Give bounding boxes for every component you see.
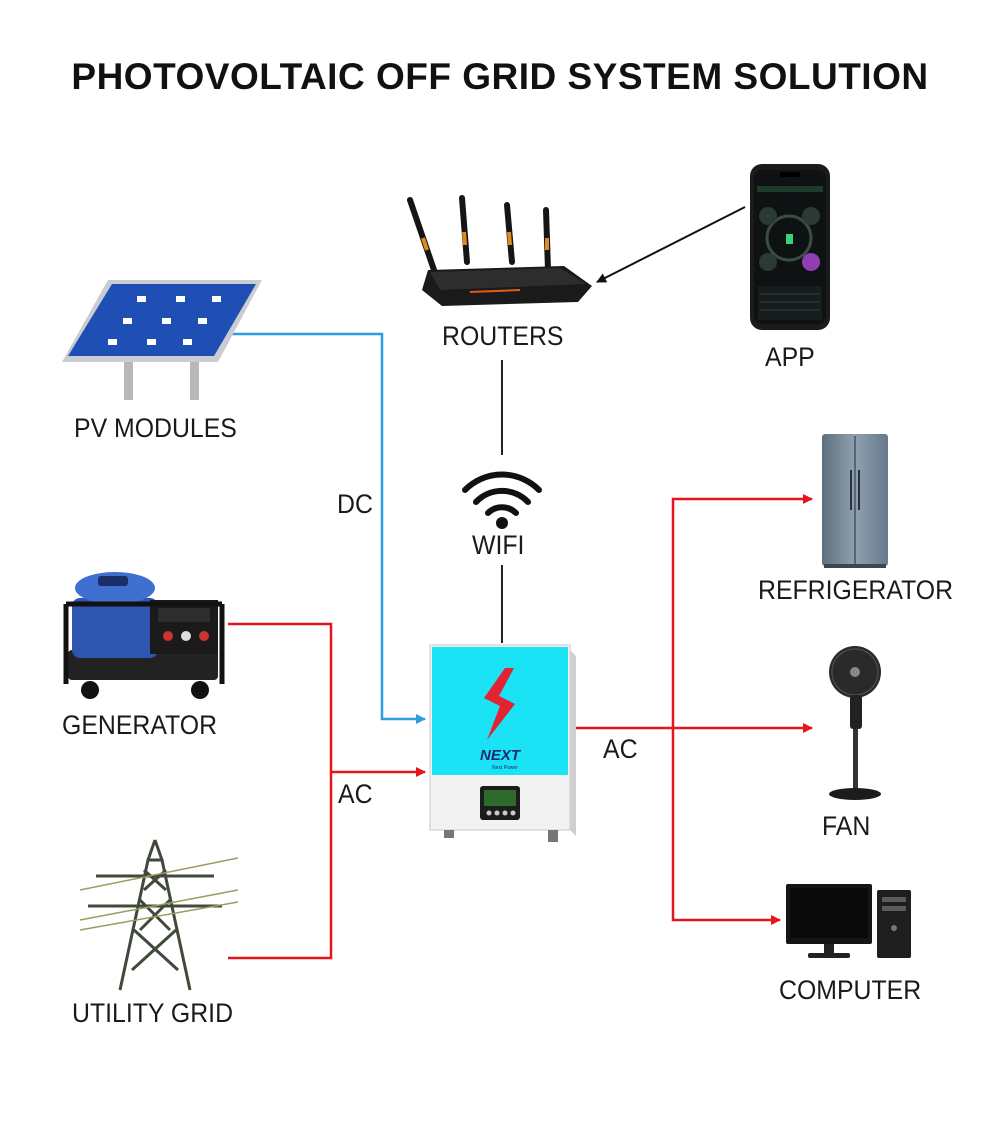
generator-icon <box>63 572 225 699</box>
fan-icon <box>829 646 881 800</box>
refrigerator-icon <box>822 434 888 568</box>
routers-label: ROUTERS <box>442 321 564 351</box>
ac-line-refrigerator <box>671 494 813 728</box>
solar-panel-icon <box>62 280 262 400</box>
refrigerator-label: REFRIGERATOR <box>758 575 954 605</box>
ac-input-edge-label: AC <box>338 779 373 809</box>
router-icon <box>407 195 592 306</box>
ac-line-generator <box>228 622 333 960</box>
app-label: APP <box>765 342 815 372</box>
generator-label: GENERATOR <box>62 710 218 740</box>
wifi-icon <box>462 471 542 529</box>
inverter-icon <box>429 644 576 842</box>
inverter-brand: NEXT <box>480 747 522 764</box>
pv-modules-label: PV MODULES <box>74 413 237 443</box>
dc-edge-label: DC <box>337 489 373 519</box>
ac-output-edge-label: AC <box>603 734 638 764</box>
connection-lines <box>228 206 813 960</box>
computer-icon <box>786 884 911 958</box>
ac-line-computer <box>671 728 781 925</box>
fan-label: FAN <box>822 811 871 841</box>
computer-label: COMPUTER <box>779 975 922 1005</box>
page-title: PHOTOVOLTAIC OFF GRID SYSTEM SOLUTION <box>71 56 929 97</box>
dc-line <box>232 332 426 724</box>
utility-grid-tower-icon <box>79 839 239 991</box>
wifi-label: WIFI <box>472 530 525 560</box>
inverter-tagline: Next Power <box>492 765 518 771</box>
utility-grid-label: UTILITY GRID <box>72 998 234 1028</box>
app-router-arrow <box>596 206 746 283</box>
smartphone-app-icon <box>750 164 830 330</box>
